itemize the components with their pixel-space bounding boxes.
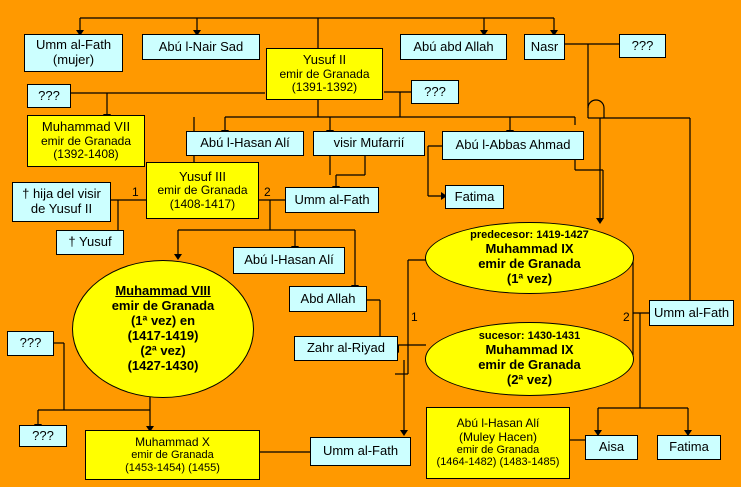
- abd-allah: Abd Allah: [289, 286, 367, 312]
- unknown-nasr-spouse-text: ???: [631, 37, 654, 53]
- unknown-left-text: ???: [38, 87, 60, 103]
- hija-del-visir: † hija del visir de Yusuf II: [12, 182, 111, 222]
- yusuf-iii-wife-1-label: 1: [132, 185, 139, 199]
- zahr-al-riyad: Zahr al-Riyad: [294, 336, 398, 361]
- abu-l-hasan-ali-1: Abú l-Hasan Alí: [186, 131, 304, 156]
- umm-al-fath-bottom: Umm al-Fath: [310, 437, 411, 466]
- abd-allah-name: Abd Allah: [300, 290, 356, 306]
- muhammad-x-title: emir de Granada: [131, 449, 214, 462]
- muhammad-ix-first-vez: (1ª vez): [506, 270, 553, 286]
- muhammad-vii: Muhammad VII emir de Granada (1392-1408): [27, 115, 145, 167]
- yusuf-iii-title: emir de Granada: [157, 183, 248, 198]
- muhammad-ix-wife-2-label: 2: [623, 310, 630, 324]
- muley-hacen-name: Abú l-Hasan Alí: [456, 416, 540, 431]
- muhammad-vii-title: emir de Granada: [40, 133, 132, 148]
- muhammad-vii-reign: (1392-1408): [53, 147, 119, 162]
- unknown-nasr-spouse: ???: [619, 34, 666, 58]
- aisa: Aisa: [585, 435, 638, 460]
- muhammad-ix-second-title: emir de Granada: [478, 356, 581, 372]
- muhammad-x-name: Muhammad X: [135, 434, 210, 449]
- umm-al-fath-right: Umm al-Fath: [649, 300, 734, 326]
- muhammad-viii-reign2: (1427-1430): [127, 357, 199, 373]
- muhammad-ix-second-name: Muhammad IX: [485, 341, 574, 357]
- fatima-2-name: Fatima: [669, 439, 709, 455]
- yusuf-ii-name: Yusuf II: [302, 52, 347, 68]
- umm-al-fath-bottom-name: Umm al-Fath: [322, 443, 399, 459]
- muley-hacen-title: emir de Granada: [456, 444, 540, 457]
- yusuf-iii-reign: (1408-1417): [169, 196, 236, 211]
- yusuf-iii-wife-2-label: 2: [264, 185, 271, 199]
- fatima-2: Fatima: [657, 435, 721, 460]
- yusuf-deceased-name: † Yusuf: [68, 234, 112, 250]
- muhammad-viii-title: emir de Granada: [111, 298, 215, 314]
- muhammad-viii-reign1: (1417-1419): [127, 328, 199, 343]
- abu-l-hasan-ali-1-name: Abú l-Hasan Alí: [200, 135, 290, 151]
- abu-l-nair-sad-name: Abú l-Nair Sad: [158, 38, 244, 54]
- muhammad-ix-second-tag: sucesor: 1430-1431: [478, 330, 581, 343]
- umm-al-fath-mujer-note: (mujer): [52, 52, 95, 67]
- unknown-bottom: ???: [19, 425, 67, 447]
- umm-al-fath-2-name: Umm al-Fath: [294, 191, 370, 207]
- abu-l-nair-sad: Abú l-Nair Sad: [142, 34, 260, 60]
- muhammad-ix-first: predecesor: 1419-1427 Muhammad IX emir d…: [425, 222, 634, 294]
- muley-hacen-alias: (Muley Hacen): [458, 429, 538, 444]
- unknown-right-text: ???: [424, 83, 446, 99]
- yusuf-iii-name: Yusuf III: [179, 168, 226, 184]
- fatima-1: Fatima: [445, 185, 504, 209]
- muley-hacen-reign: (1464-1482) (1483-1485): [436, 456, 560, 469]
- muhammad-ix-second-vez: (2ª vez): [506, 371, 553, 387]
- muhammad-viii: Muhammad VIII emir de Granada (1ª vez) e…: [72, 260, 254, 398]
- muhammad-viii-vez2: (2ª vez): [140, 342, 186, 358]
- muhammad-vii-name: Muhammad VII: [41, 119, 131, 135]
- visir-mufarrii: visir Mufarrií: [313, 131, 425, 156]
- abu-l-abbas-ahmad-name: Abú l-Abbas Ahmad: [455, 137, 571, 153]
- yusuf-ii: Yusuf II emir de Granada (1391-1392): [266, 48, 383, 100]
- fatima-1-name: Fatima: [454, 188, 495, 204]
- abu-abd-allah: Abú abd Allah: [400, 34, 507, 60]
- visir-mufarrii-name: visir Mufarrií: [333, 135, 405, 151]
- abu-l-abbas-ahmad: Abú l-Abbas Ahmad: [442, 131, 584, 160]
- muhammad-ix-second: sucesor: 1430-1431 Muhammad IX emir de G…: [425, 322, 634, 396]
- muhammad-viii-vez1: (1ª vez) en: [130, 313, 196, 329]
- unknown-m8-spouse-text: ???: [19, 335, 42, 351]
- muhammad-ix-first-title: emir de Granada: [478, 255, 581, 271]
- nasr-name: Nasr: [530, 38, 559, 54]
- umm-al-fath-mujer: Umm al-Fath (mujer): [24, 34, 123, 72]
- abu-l-hasan-ali-muley-hacen: Abú l-Hasan Alí (Muley Hacen) emir de Gr…: [426, 407, 570, 479]
- yusuf-ii-title: emir de Granada: [279, 66, 370, 81]
- muhammad-ix-first-name: Muhammad IX: [485, 240, 574, 256]
- zahr-al-riyad-name: Zahr al-Riyad: [306, 340, 386, 356]
- unknown-m8-spouse: ???: [7, 331, 54, 356]
- abu-abd-allah-name: Abú abd Allah: [413, 38, 494, 54]
- umm-al-fath-mujer-name: Umm al-Fath: [35, 37, 112, 53]
- unknown-yusuf2-spouse-right: ???: [411, 80, 459, 104]
- aisa-name: Aisa: [598, 439, 625, 455]
- muhammad-ix-wife-1-label: 1: [411, 310, 418, 324]
- yusuf-deceased: † Yusuf: [56, 230, 124, 255]
- hija-del-visir-line2: de Yusuf II: [30, 201, 93, 216]
- umm-al-fath-2: Umm al-Fath: [285, 187, 379, 213]
- yusuf-iii: Yusuf III emir de Granada (1408-1417): [146, 162, 259, 219]
- unknown-bottom-text: ???: [32, 427, 54, 443]
- abu-l-hasan-ali-2: Abú l-Hasan Alí: [233, 247, 345, 274]
- muhammad-ix-first-tag: predecesor: 1419-1427: [470, 229, 589, 242]
- muhammad-x: Muhammad X emir de Granada (1453-1454) (…: [85, 430, 260, 480]
- hija-del-visir-line1: † hija del visir: [22, 186, 101, 202]
- umm-al-fath-right-name: Umm al-Fath: [653, 304, 730, 320]
- nasr: Nasr: [524, 34, 565, 60]
- muhammad-viii-name: Muhammad VIII: [115, 283, 211, 299]
- yusuf-ii-reign: (1391-1392): [291, 80, 358, 95]
- unknown-yusuf2-spouse-left: ???: [27, 84, 71, 108]
- muhammad-x-reign: (1453-1454) (1455): [125, 461, 220, 474]
- abu-l-hasan-ali-2-name: Abú l-Hasan Alí: [244, 252, 334, 268]
